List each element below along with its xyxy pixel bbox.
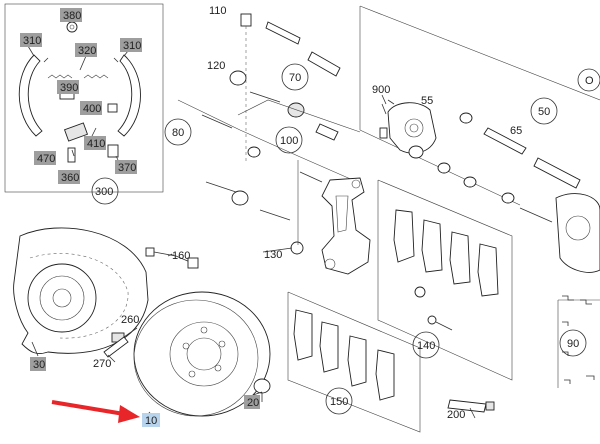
label-310-right: 310 xyxy=(123,40,141,52)
brake-pads-rear-group xyxy=(377,179,513,381)
callout-circles xyxy=(91,63,600,415)
label-50: 50 xyxy=(538,106,550,118)
label-150: 150 xyxy=(330,396,348,408)
label-90: 90 xyxy=(567,338,579,350)
wear-sensor-part xyxy=(145,247,199,269)
label-30: 30 xyxy=(33,359,45,371)
label-120: 120 xyxy=(207,60,225,72)
gray-label-boxes xyxy=(20,8,260,427)
caliper-assembly-group xyxy=(359,5,600,273)
screw-parts xyxy=(103,332,271,402)
label-370: 370 xyxy=(118,162,136,174)
grease-tube-part xyxy=(447,399,495,413)
brake-disc-part xyxy=(133,291,271,417)
label-320: 320 xyxy=(78,45,96,57)
callout-labels: 310 310 380 320 390 400 410 470 370 360 … xyxy=(23,5,594,427)
label-300: 300 xyxy=(95,186,113,198)
caliper-carrier-part xyxy=(321,177,371,275)
label-65: 65 xyxy=(510,125,522,137)
label-200: 200 xyxy=(447,409,465,421)
label-380: 380 xyxy=(63,10,81,22)
caliper-hardware-group xyxy=(177,13,363,255)
label-360: 360 xyxy=(61,172,79,184)
label-o: O xyxy=(585,75,594,87)
label-260: 260 xyxy=(121,314,139,326)
label-900: 900 xyxy=(372,84,390,96)
parking-brake-group xyxy=(4,3,164,193)
label-130: 130 xyxy=(264,249,282,261)
label-470: 470 xyxy=(37,153,55,165)
red-arrow-icon xyxy=(51,400,140,423)
label-140: 140 xyxy=(417,340,435,352)
label-20: 20 xyxy=(247,397,259,409)
label-10: 10 xyxy=(145,415,157,427)
brake-pads-front-group xyxy=(287,291,421,433)
label-400: 400 xyxy=(83,103,101,115)
label-80: 80 xyxy=(172,127,184,139)
label-390: 390 xyxy=(60,82,78,94)
dust-shield-part xyxy=(13,227,149,357)
label-70: 70 xyxy=(289,72,301,84)
label-160: 160 xyxy=(172,250,190,262)
label-270: 270 xyxy=(93,358,111,370)
label-55: 55 xyxy=(421,95,433,107)
label-110: 110 xyxy=(209,5,227,17)
label-410: 410 xyxy=(87,138,105,150)
label-100: 100 xyxy=(280,135,298,147)
label-310-left: 310 xyxy=(23,35,41,47)
